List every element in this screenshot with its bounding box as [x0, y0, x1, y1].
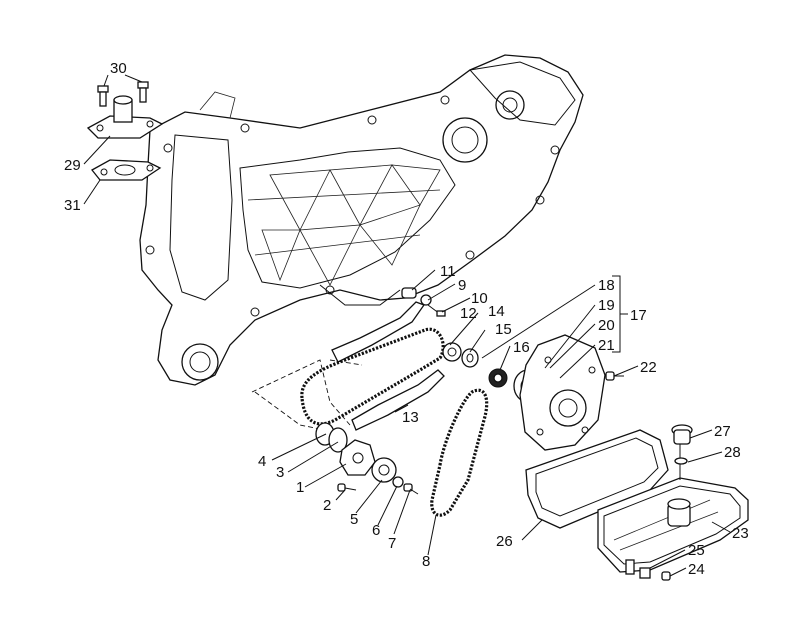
- callout-24: 24: [688, 561, 705, 578]
- callout-10: 10: [471, 290, 488, 307]
- callout-23: 23: [732, 525, 749, 542]
- callout-27: 27: [714, 423, 731, 440]
- assembly-guide-lines: [251, 359, 363, 431]
- bolt-24: [661, 571, 671, 581]
- callout-21: 21: [598, 337, 615, 354]
- bolt-22: [605, 371, 624, 381]
- crankcase-housing: [139, 54, 584, 386]
- callout-11: 11: [440, 263, 456, 280]
- gear-16: [488, 368, 508, 388]
- o-ring-28: [674, 457, 688, 465]
- spacer-and-pins: [401, 287, 446, 317]
- pump-body-1: [339, 439, 376, 476]
- chain-guide-13: [351, 369, 445, 431]
- callout-12: 12: [460, 305, 477, 322]
- sprocket-14: [442, 342, 462, 362]
- washer-15: [461, 348, 479, 368]
- clip-25: [639, 567, 651, 579]
- screw-2: [337, 483, 357, 492]
- callout-1: 1: [296, 479, 304, 496]
- callout-19: 19: [598, 297, 615, 314]
- callout-9: 9: [458, 277, 466, 294]
- callout-4: 4: [258, 453, 266, 470]
- pump-cover-plate: [519, 334, 606, 451]
- callout-3: 3: [276, 464, 284, 481]
- callout-18: 18: [598, 277, 615, 294]
- chain-tensioner-assembly: [86, 81, 164, 181]
- callout-8: 8: [422, 553, 430, 570]
- callout-labels: 1 2 3 4 5 6 7 8 9 10 11 12 13 14 15 16 1…: [64, 60, 749, 578]
- callout-15: 15: [495, 321, 512, 338]
- upper-drive-chain: [300, 327, 445, 426]
- screw-7: [403, 483, 419, 495]
- bolt-30a: [97, 85, 109, 107]
- lower-drive-chain-8: [430, 388, 489, 517]
- callout-26: 26: [496, 533, 513, 550]
- callout-17: 17: [630, 307, 647, 324]
- washer-6: [392, 476, 404, 488]
- dipstick-27: [671, 424, 693, 480]
- callout-28: 28: [724, 444, 741, 461]
- callout-31: 31: [64, 197, 81, 214]
- callout-25: 25: [688, 542, 705, 559]
- callout-22: 22: [640, 359, 657, 376]
- chain-guide-11: [331, 301, 426, 363]
- callout-5: 5: [350, 511, 358, 528]
- oil-sump-23: [597, 477, 749, 575]
- leader-lines: [83, 74, 731, 577]
- oil-pump-assembly: [315, 422, 419, 495]
- plate-3: [328, 427, 348, 453]
- callout-6: 6: [372, 522, 380, 539]
- callout-20: 20: [598, 317, 615, 334]
- bolt-30b: [137, 81, 149, 103]
- callout-2: 2: [323, 497, 331, 514]
- callout-7: 7: [388, 535, 396, 552]
- pump-sprocket-5: [371, 457, 397, 483]
- callout-16: 16: [513, 339, 530, 356]
- callout-30: 30: [110, 60, 127, 77]
- callout-29: 29: [64, 157, 81, 174]
- callout-13: 13: [402, 409, 419, 426]
- callout-14: 14: [488, 303, 505, 320]
